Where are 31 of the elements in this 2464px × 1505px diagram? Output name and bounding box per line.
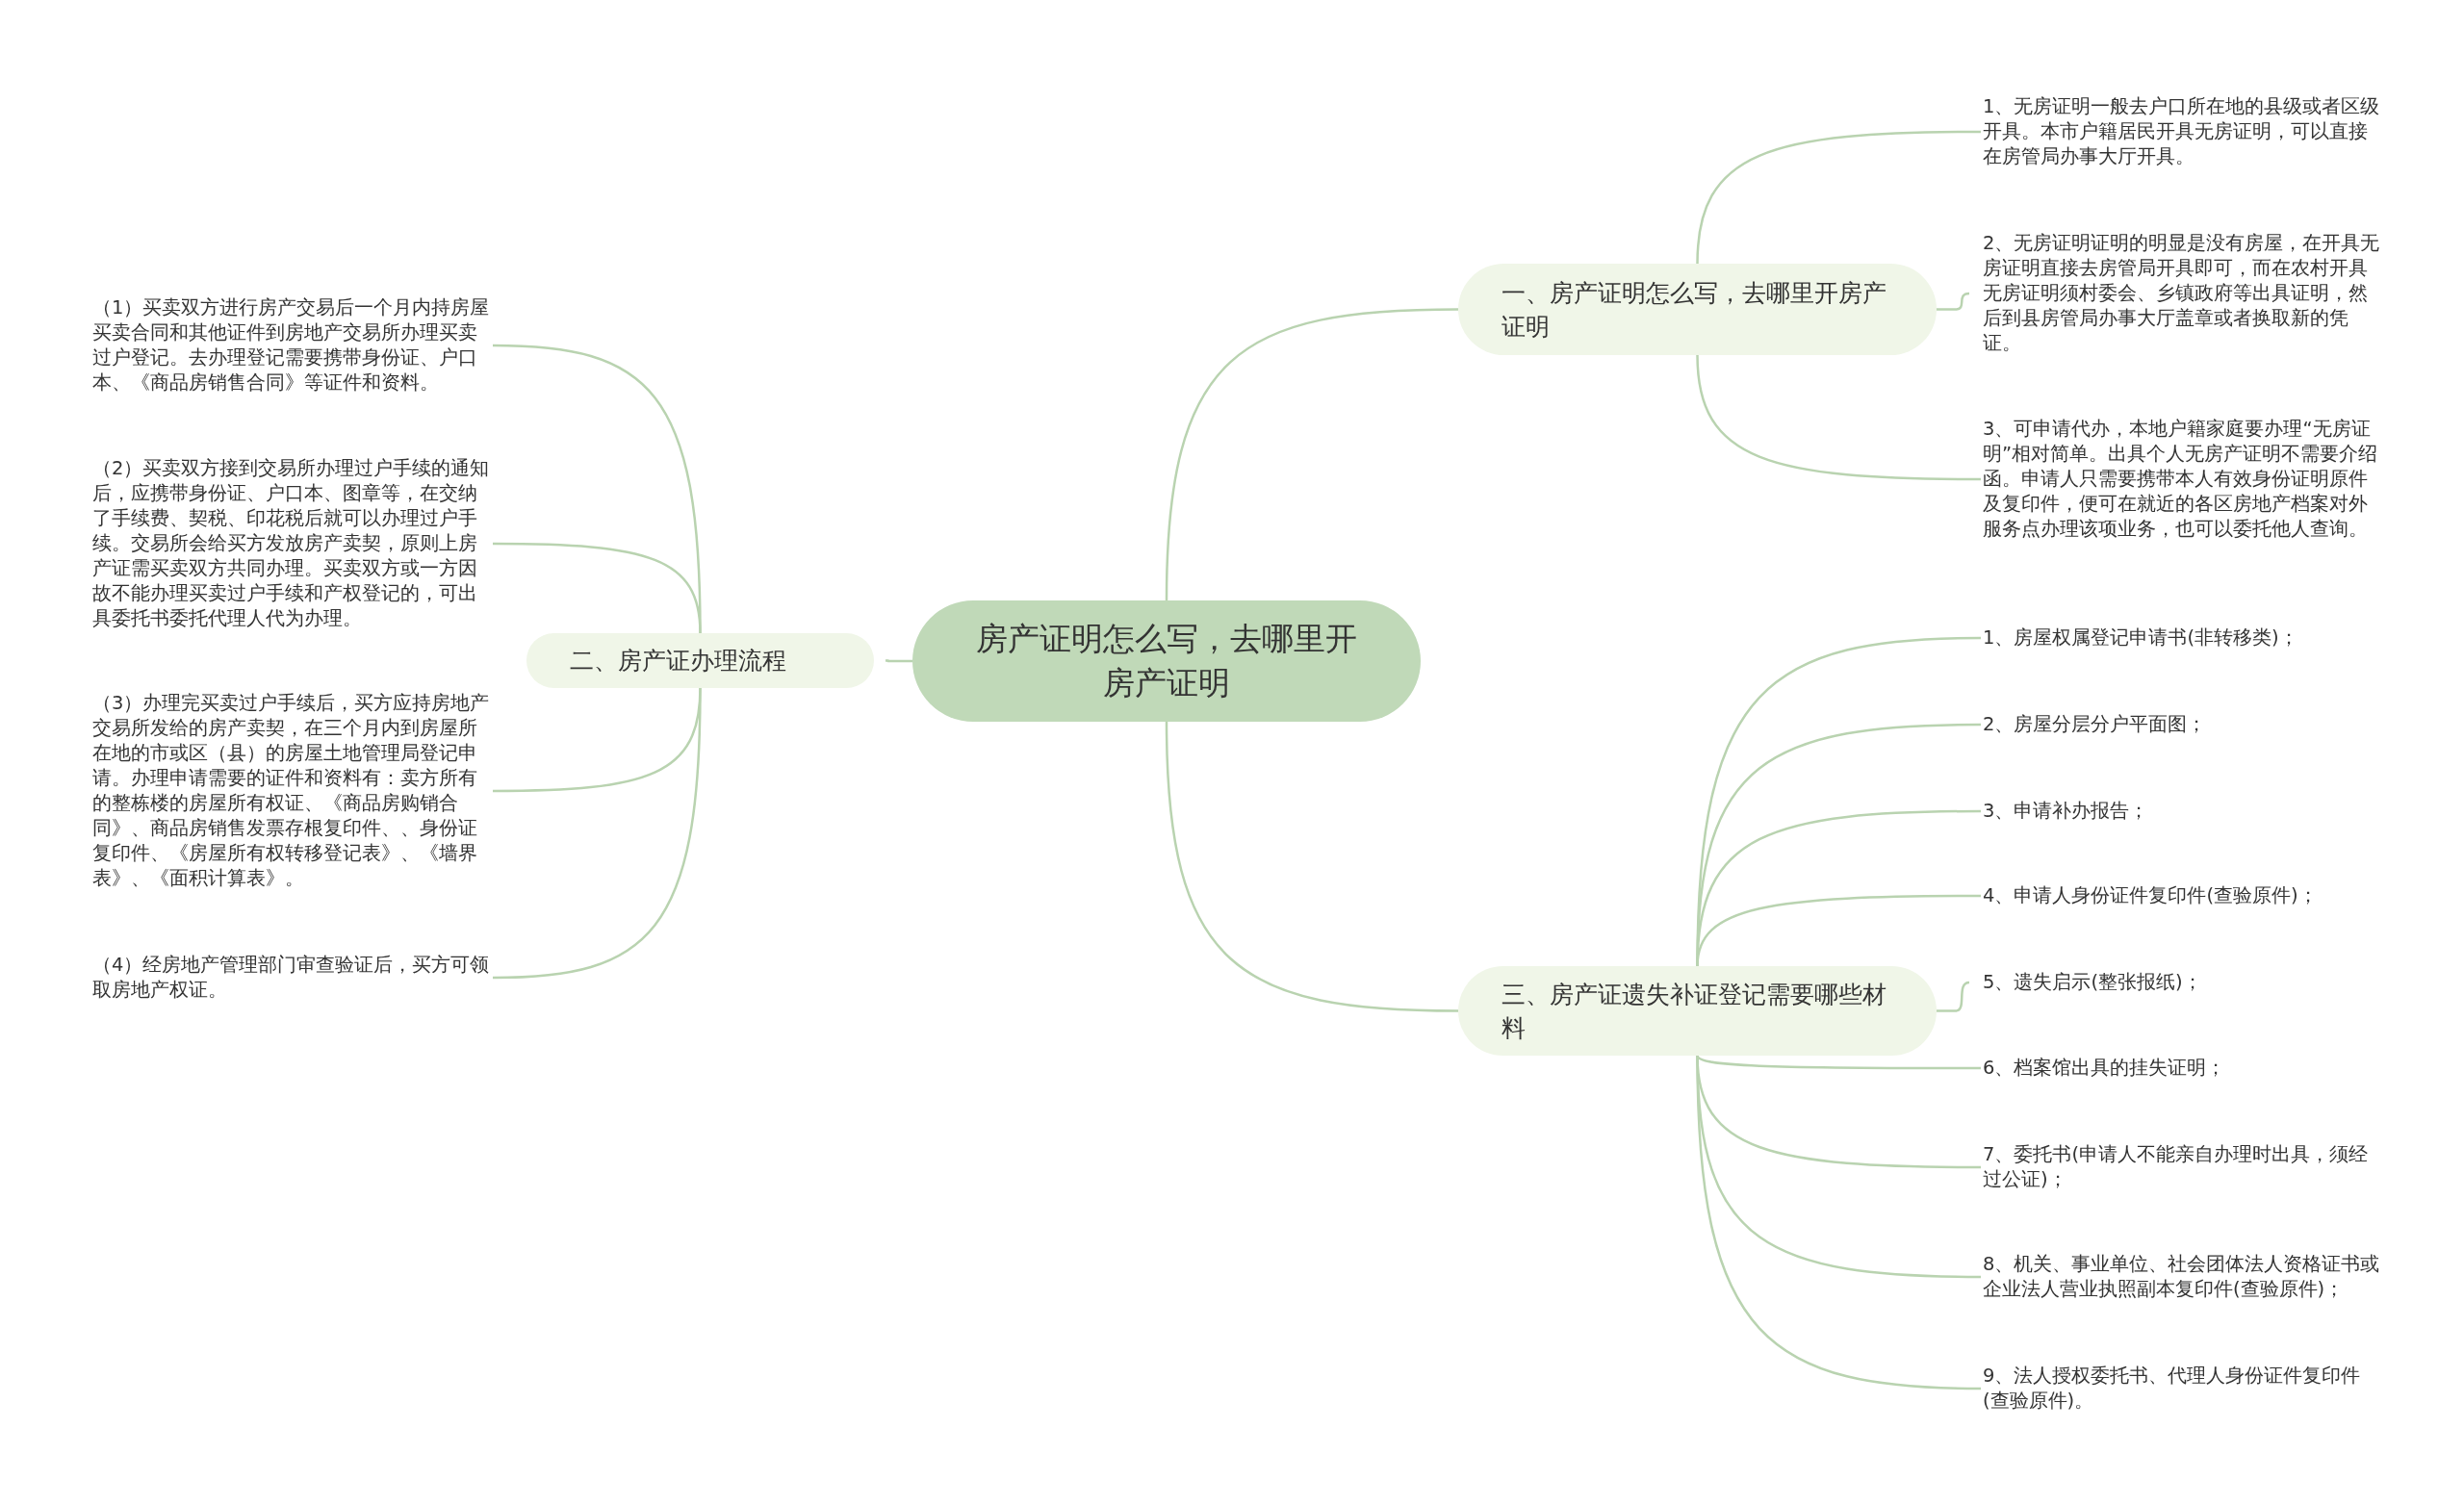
connector-line <box>1937 292 1970 311</box>
note-text: 8、机关、事业单位、社会团体法人资格证书或企业法人营业执照副本复印件(查验原件)； <box>1981 1252 2383 1302</box>
note-text: （1）买卖双方进行房产交易后一个月内持房屋买卖合同和其他证件到房地产交易所办理买卖过户登记。去办理登记需要携带身份证、户口本、《商品房销售合同》等证件和资料。 <box>90 295 493 395</box>
note-text: （2）买卖双方接到交易所办理过户手续的通知后，应携带身份证、户口本、图章等，在交纳了手续费、契税、印花税后就可以办理过户手续。交易所会给买方发放房产卖契，原则上房产证需买卖双方共同办理。买卖双方或一方因故不能办理买卖过户手续和产权登记的，可出具委托书委托代理人代为办理。 <box>90 456 493 631</box>
note-text: 3、可申请代办，本地户籍家庭要办理“无房证明”相对简单。出具个人无房产证明不需要介绍函。申请人只需要携带本人有效身份证明原件及复印件，便可在就近的各区房地产档案对外服务点办理该项业务，也可以委托他人查询。 <box>1981 417 2383 542</box>
note-text: 6、档案馆出具的挂失证明； <box>1981 1056 2383 1081</box>
connector-line <box>1937 981 1970 1012</box>
connector-line <box>492 687 702 980</box>
note-text: 9、法人授权委托书、代理人身份证件复印件(查验原件)。 <box>1981 1364 2383 1414</box>
topic-box: 二、房产证办理流程 <box>526 633 874 688</box>
connector-line <box>1165 721 1459 1012</box>
note-text: 7、委托书(申请人不能亲自办理时出具，须经过公证)； <box>1981 1142 2383 1192</box>
note-text: 2、房屋分层分户平面图； <box>1981 712 2383 737</box>
note-text: （3）办理完买卖过户手续后，买方应持房地产交易所发给的房产卖契，在三个月内到房屋所在地的市或区（县）的房屋土地管理局登记申请。办理申请需要的证件和资料有：卖方所有的整栋楼的房屋所有权证、《商品房购销合同》、商品房销售发票存根复印件、、身份证复印件、《房屋所有权转移登记表》、《墙界表》、《面积计算表》。 <box>90 691 493 891</box>
connector-line <box>1165 308 1459 601</box>
connector-line <box>885 659 912 663</box>
topic-box: 一、房产证明怎么写，去哪里开房产证明 <box>1458 264 1937 355</box>
connector-line <box>1696 354 1981 481</box>
connector-line <box>493 542 702 634</box>
note-text: 3、申请补办报告； <box>1981 799 2383 824</box>
note-text: 5、遗失启示(整张报纸)； <box>1981 970 2383 995</box>
connector-line <box>1696 130 1981 265</box>
note-text: 1、无房证明一般去户口所在地的县级或者区级开具。本市户籍居民开具无房证明，可以直接在房管局办事大厅开具。 <box>1981 94 2383 169</box>
connector-line <box>1696 894 1981 967</box>
topic-box: 三、房产证遗失补证登记需要哪些材料 <box>1458 966 1937 1056</box>
note-text: 4、申请人身份证件复印件(查验原件)； <box>1981 883 2383 908</box>
central-topic-box: 房产证明怎么写，去哪里开房产证明 <box>912 600 1421 722</box>
note-text: （4）经房地产管理部门审查验证后，买方可领取房地产权证。 <box>90 953 493 1003</box>
connector-line <box>1696 1055 1981 1070</box>
note-text: 2、无房证明证明的明显是没有房屋，在开具无房证明直接去房管局开具即可，而在农村开具无房证明须村委会、乡镇政府等出具证明，然后到县房管局办事大厅盖章或者换取新的凭证。 <box>1981 231 2383 356</box>
note-text: 1、房屋权属登记申请书(非转移类)； <box>1981 625 2383 650</box>
